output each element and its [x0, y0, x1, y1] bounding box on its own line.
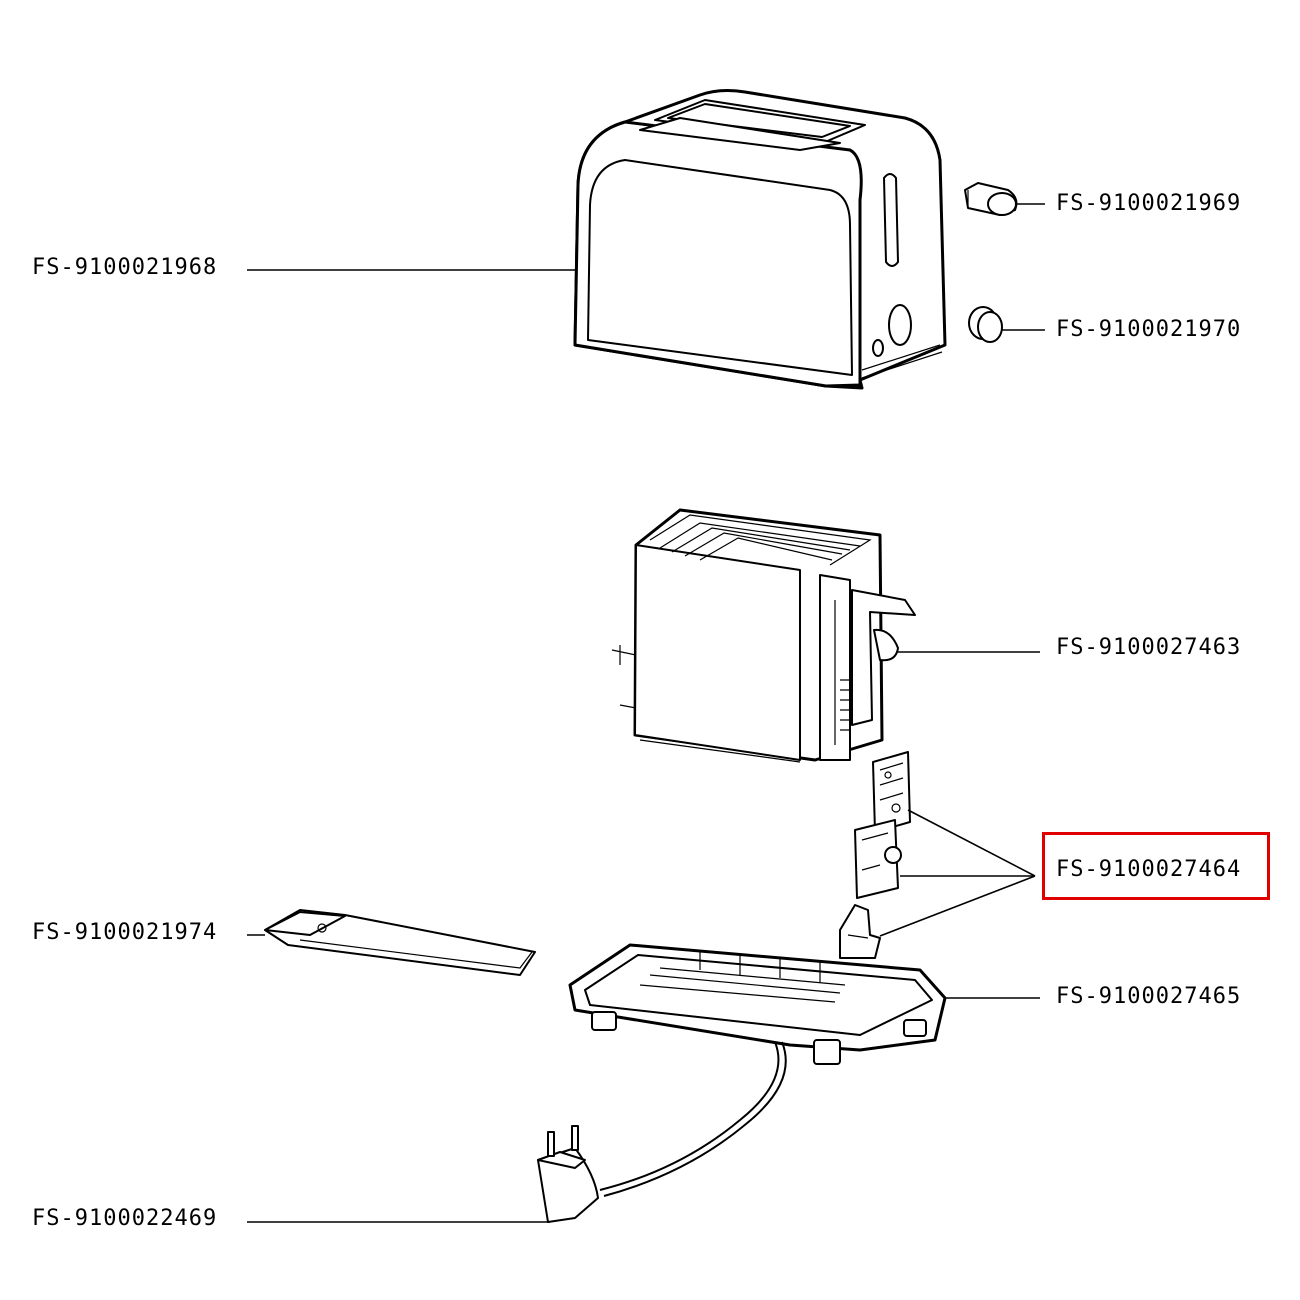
housing-part — [247, 89, 947, 390]
crumb-tray-part — [247, 909, 536, 976]
label-dial-knob: FS-9100021970 — [1056, 317, 1242, 342]
power-cord-part — [247, 1041, 787, 1223]
label-housing: FS-9100021968 — [32, 255, 218, 280]
lever-knob-part — [964, 182, 1045, 216]
label-lever-knob: FS-9100021969 — [1056, 191, 1242, 216]
label-power-cord: FS-9100022469 — [32, 1206, 218, 1231]
label-circuit-board: FS-9100027464 — [1056, 857, 1242, 882]
highlight-box — [1042, 832, 1270, 900]
label-crumb-tray: FS-9100021974 — [32, 920, 218, 945]
base-part — [568, 943, 1040, 1065]
dial-knob-part — [968, 306, 1045, 343]
chassis-part — [611, 508, 1040, 763]
circuit-board-part — [839, 751, 1036, 959]
label-base: FS-9100027465 — [1056, 984, 1242, 1009]
label-chassis: FS-9100027463 — [1056, 635, 1242, 660]
